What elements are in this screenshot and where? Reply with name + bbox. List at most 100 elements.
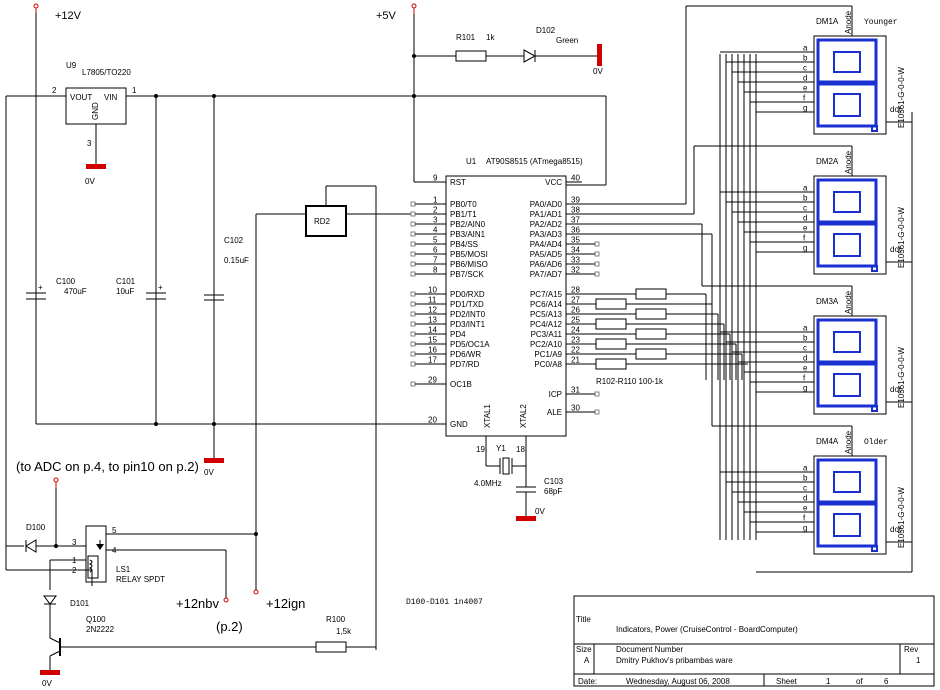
resistor-5 [595,338,627,350]
relay-ref: LS1 [116,565,131,574]
sheet-total: 6 [884,677,889,686]
pin-label-3: PB2/AIN0 [450,220,486,229]
pin-label-23: PC2/A10 [530,340,563,349]
seg-label-e: e [803,224,808,233]
seg-dot [871,125,878,132]
pin-end-33 [594,261,600,267]
pin-num-28: 28 [571,286,580,295]
u1-xtal2: XTAL2 [519,404,528,428]
pin-end-12 [410,311,416,317]
pin-label-24: PC3/A11 [531,330,563,339]
pin-label-17: PD7/RD [450,360,480,369]
seg-label-e: e [803,364,808,373]
resistor-6 [635,348,667,360]
pin-num-20: 20 [428,416,437,425]
resistor-0 [635,288,667,300]
pin-num-32: 32 [571,266,580,275]
pin-num-3: 3 [433,216,438,225]
seg-label-a: a [803,44,808,53]
resistor-7 [595,358,627,370]
pin-label-2: PB1/T1 [450,210,477,219]
pin-label-28: PC7/A15 [530,290,563,299]
c102-val: 0.15uF [224,256,249,265]
resistor-3 [595,318,627,330]
pin-num-26: 26 [571,306,580,315]
pin-label-32: PA7/AD7 [530,270,563,279]
segment-bus [582,5,913,573]
u9-pin-out: 2 [52,86,57,95]
anode-label: Anode [844,150,853,174]
display-note: Older [864,438,888,447]
pin-label-39: PA0/AD0 [530,200,563,209]
seg-bottom-box [816,222,878,268]
pin-end-3 [410,221,416,227]
pin-num-15: 15 [428,336,437,345]
seg-label-g: g [803,524,807,533]
pin-num-4: 4 [433,226,438,235]
seg-label-b: b [803,54,808,63]
pin-num-36: 36 [571,226,580,235]
resistor-array [582,288,748,370]
pin-end-2 [410,211,416,217]
display-part: E10561-G-0-0-W [897,207,906,268]
seg-dot [871,265,878,272]
seg-label-b: b [803,334,808,343]
anode-label: Anode [844,290,853,314]
pin-end-14 [410,331,416,337]
display-ref: DM2A [816,157,839,166]
dot-label: dot [890,525,902,534]
date-value: Wednesday, August 06, 2008 [626,677,730,686]
pin-num-22: 22 [571,346,580,355]
seg-label-c: c [803,344,807,353]
docnum-label: Document Number [616,645,683,654]
display-part: E10561-G-0-0-W [897,67,906,128]
title-text: Indicators, Power (CruiseControl - Board… [616,625,798,634]
pin-num-8: 8 [433,266,438,275]
pin-end-6 [410,251,416,257]
display-ref: DM1A [816,17,839,26]
pin-label-15: PD5/OC1A [450,340,490,349]
pin-num-31: 31 [571,386,580,395]
pin-num-17: 17 [428,356,437,365]
pin-end-7 [410,261,416,267]
seg-bottom-hole [833,233,861,257]
rd2-block: RD2 [255,185,430,650]
seg-bottom-hole [833,373,861,397]
pin-label-26: PC5/A13 [530,310,563,319]
seg-top-box [816,458,878,504]
gnd-label-q: 0V [42,679,52,688]
seg-label-f: f [803,94,806,103]
pin-num-34: 34 [571,246,580,255]
rev-label: Rev [904,645,918,654]
size-label: Size [576,645,592,654]
pin-label-25: PC4/A12 [530,320,563,329]
pin-num-37: 37 [571,216,580,225]
relay-part: RELAY SPDT [116,575,165,584]
c101-val: 10uF [116,287,134,296]
u9-vout: VOUT [70,93,92,102]
relay-pin-4: 4 [112,546,117,555]
c102-ref: C102 [224,236,244,245]
v12-label: +12V [55,10,82,22]
adc-note: (to ADC on p.4, to pin10 on p.2) [16,459,199,474]
out-nbv: +12nbv [176,596,220,611]
pin-label-37: PA2/AD2 [530,220,563,229]
of-label: of [856,677,863,686]
u9-pin-gnd: 3 [87,139,92,148]
seg-label-e: e [803,84,808,93]
sheet-label: Sheet [776,677,798,686]
pin-end-31 [594,391,600,397]
seg-top-hole [833,191,861,213]
rev-value: 1 [916,656,921,665]
seg-label-g: g [803,384,807,393]
seg-label-c: c [803,204,807,213]
pin-label-13: PD3/INT1 [450,320,486,329]
svg-text:+: + [158,283,163,292]
seg-label-d: d [803,74,807,83]
pin-num-14: 14 [428,326,437,335]
relay-pin-2: 2 [72,566,77,575]
seg-bottom-box [816,82,878,128]
